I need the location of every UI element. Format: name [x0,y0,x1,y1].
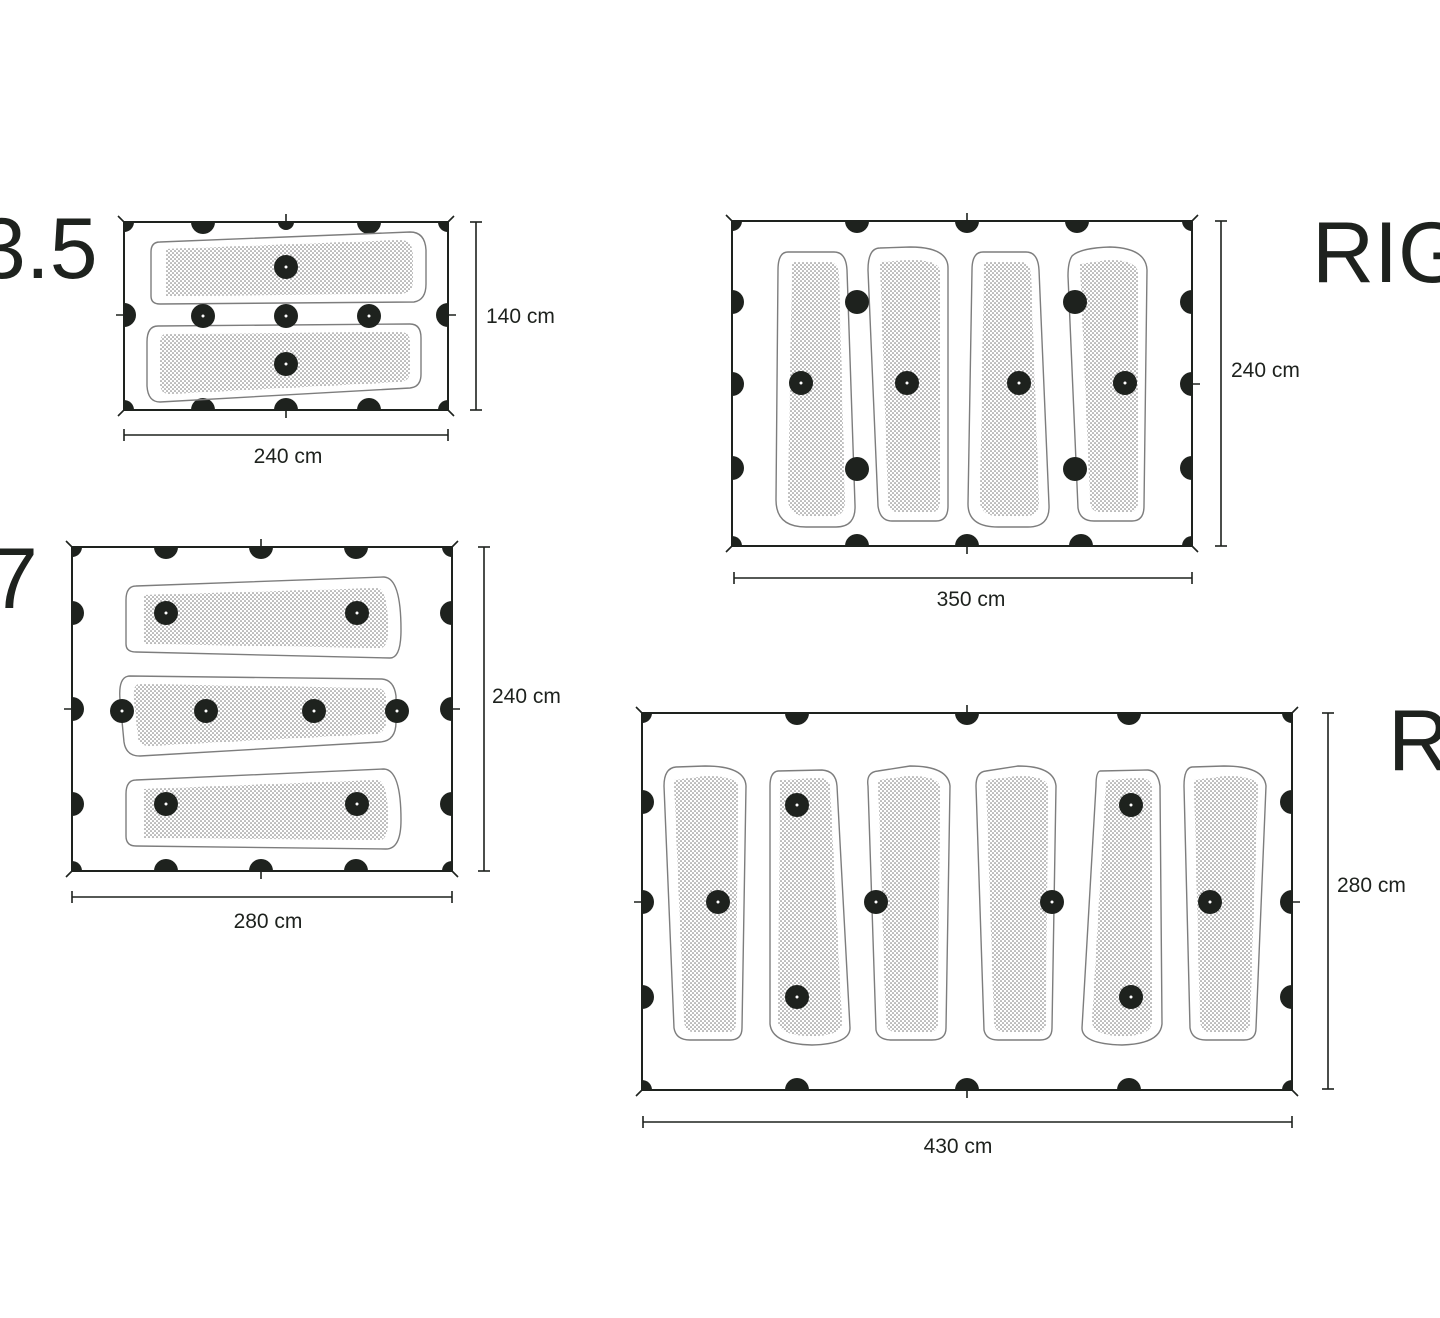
title-rig-large: RI [1388,693,1440,789]
anchor-dot-icons [642,713,1292,1090]
plan-rig-14: 350 cm 240 cm [725,213,1300,611]
height-label: 280 cm [1337,874,1406,897]
height-label: 240 cm [1231,359,1300,382]
width-label: 280 cm [234,910,303,933]
sleeping-pads [663,765,1267,1046]
sleeping-pads [119,576,402,850]
anchor-dot-icons [124,222,448,410]
height-label: 140 cm [486,305,555,328]
width-label: 240 cm [254,445,323,468]
height-label: 240 cm [492,685,561,708]
anchor-dot-icons-inner [789,290,1137,481]
plan-rig-3-5: 240 cm 140 cm [116,214,555,468]
plan-rig-large: 430 cm 280 cm [634,705,1406,1158]
width-label: 430 cm [924,1135,993,1158]
title-rig-3-5: 3.5 [0,201,98,297]
title-rig-14: RIG 14 [1312,205,1440,301]
title-rig-7: 7 [0,531,38,627]
sleeping-pads [775,246,1148,528]
plan-rig-7: 280 cm 240 cm [64,539,561,933]
width-label: 350 cm [937,588,1006,611]
